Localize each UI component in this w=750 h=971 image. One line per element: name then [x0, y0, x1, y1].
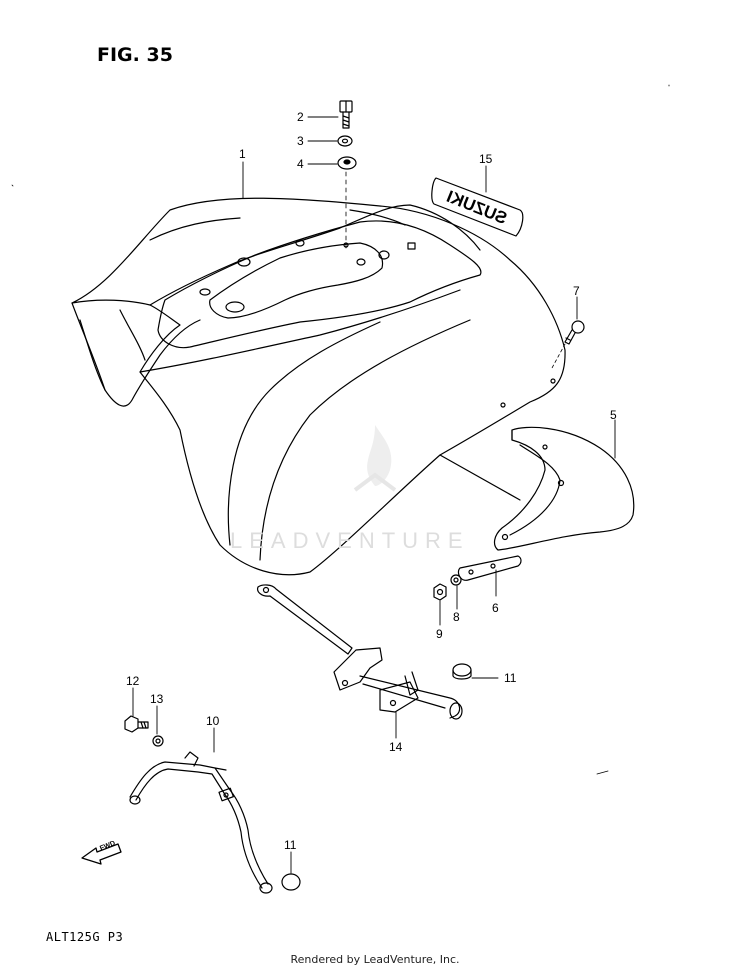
- figure-title: FIG. 35: [97, 44, 173, 66]
- footer-credit: Rendered by LeadVenture, Inc.: [290, 953, 460, 966]
- callout-15: 15: [479, 152, 493, 166]
- mud-flap-5: [493, 426, 635, 551]
- callout-11-upper: 11: [504, 671, 517, 685]
- bolt-2: [339, 100, 353, 129]
- fender-bracket-14: [257, 584, 463, 720]
- callout-11-lower: 11: [284, 838, 297, 852]
- bolt-12: [124, 715, 149, 733]
- nut-9: [433, 583, 447, 601]
- model-code: ALT125G P3: [46, 930, 124, 944]
- callout-14: 14: [389, 740, 403, 754]
- cap-11-lower: [281, 873, 301, 891]
- cap-11-upper: [452, 663, 472, 680]
- leader-lines: [132, 116, 616, 874]
- callout-10: 10: [206, 714, 220, 728]
- callout-9: 9: [436, 627, 443, 641]
- callout-6: 6: [492, 601, 499, 615]
- scan-marks: [11, 84, 670, 775]
- cushion-washer-4: [337, 156, 357, 170]
- watermark-logo-icon: [353, 425, 397, 492]
- screw-7: [564, 320, 585, 345]
- callout-12: 12: [126, 674, 140, 688]
- callout-7: 7: [573, 284, 580, 298]
- callout-8: 8: [453, 610, 460, 624]
- callout-3: 3: [297, 134, 304, 148]
- callout-13: 13: [150, 692, 164, 706]
- rear-fender: [71, 197, 566, 576]
- watermark-text: LEADVENTURE: [230, 528, 470, 553]
- fwd-arrow-icon: [81, 843, 122, 865]
- suzuki-emblem: SUZUKI: [431, 177, 524, 237]
- washer-3: [337, 135, 353, 147]
- callout-4: 4: [297, 157, 304, 171]
- callout-1: 1: [239, 147, 246, 161]
- callout-2: 2: [297, 110, 304, 124]
- washer-8: [450, 574, 462, 586]
- callout-5: 5: [610, 408, 617, 422]
- fender-brace-10: [129, 751, 273, 894]
- mud-flap-plate-6: [457, 555, 522, 581]
- washer-13: [152, 735, 164, 747]
- assembly-line-7: [551, 343, 566, 369]
